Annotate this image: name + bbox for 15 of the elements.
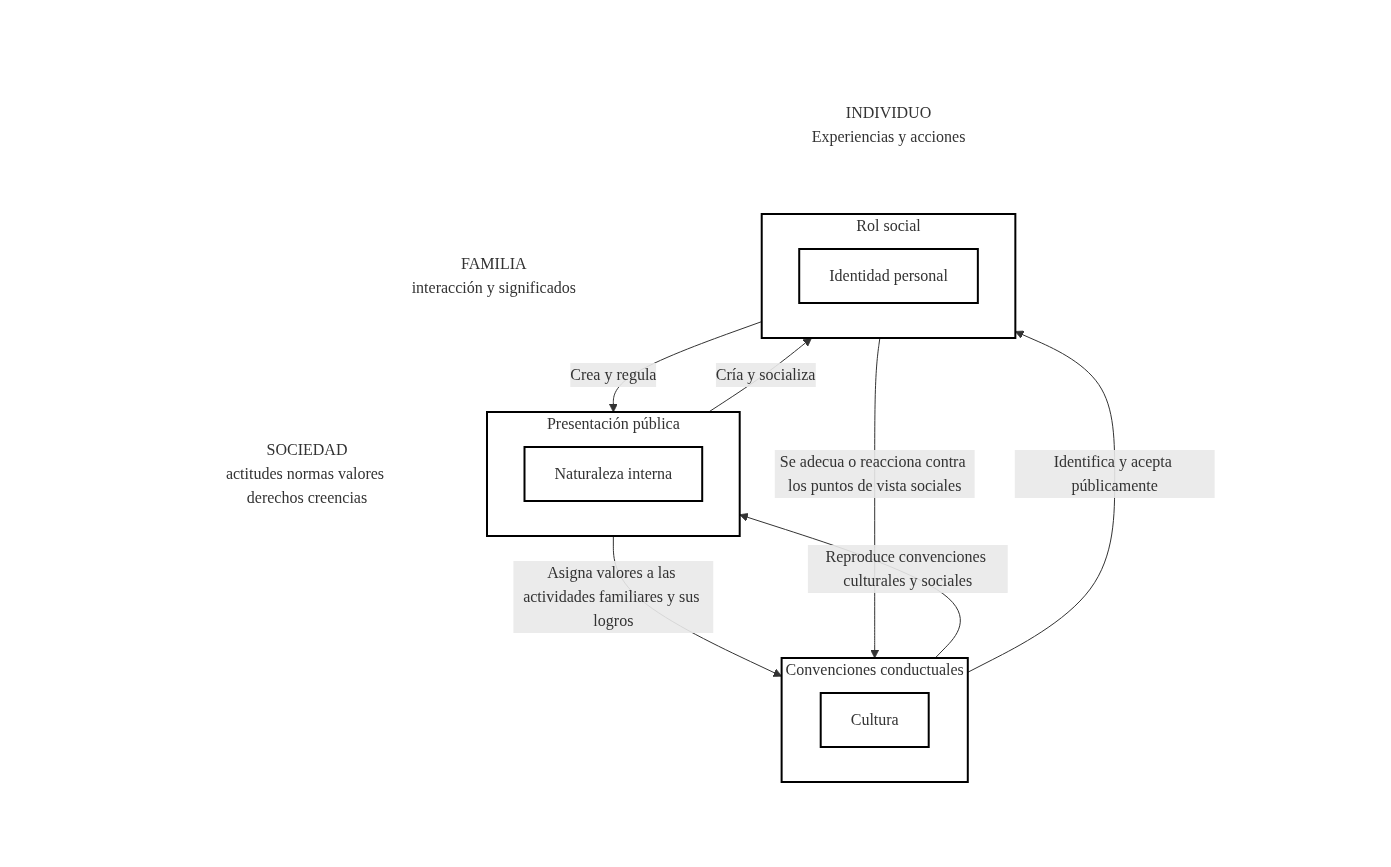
node-box: Naturaleza interna — [523, 445, 703, 502]
node-box: Cultura — [819, 691, 930, 748]
node-label: actitudes normas valores derechos creencias — [225, 464, 384, 506]
edge-label: Se adecua o reacciona contra los puntos de vista sociales — [779, 452, 966, 494]
node-label: FAMILIA — [460, 254, 527, 272]
node-label: Experiencias y acciones — [811, 127, 966, 145]
node-label: interacción y significados — [411, 278, 576, 296]
edge-label: Cría y socializa — [715, 365, 815, 383]
node-box: Identidad personal — [797, 247, 979, 304]
node-label: SOCIEDAD — [266, 440, 348, 458]
edge-label: Asigna valores a las actividades familiares y sus logros — [522, 563, 700, 629]
edge-label: Crea y regula — [569, 365, 657, 383]
node-label: INDIVIDUO — [845, 103, 931, 121]
edge-label: Reproduce convenciones culturales y sociales — [825, 547, 986, 589]
edge-label: Identifica y acepta públicamente — [1053, 452, 1172, 494]
